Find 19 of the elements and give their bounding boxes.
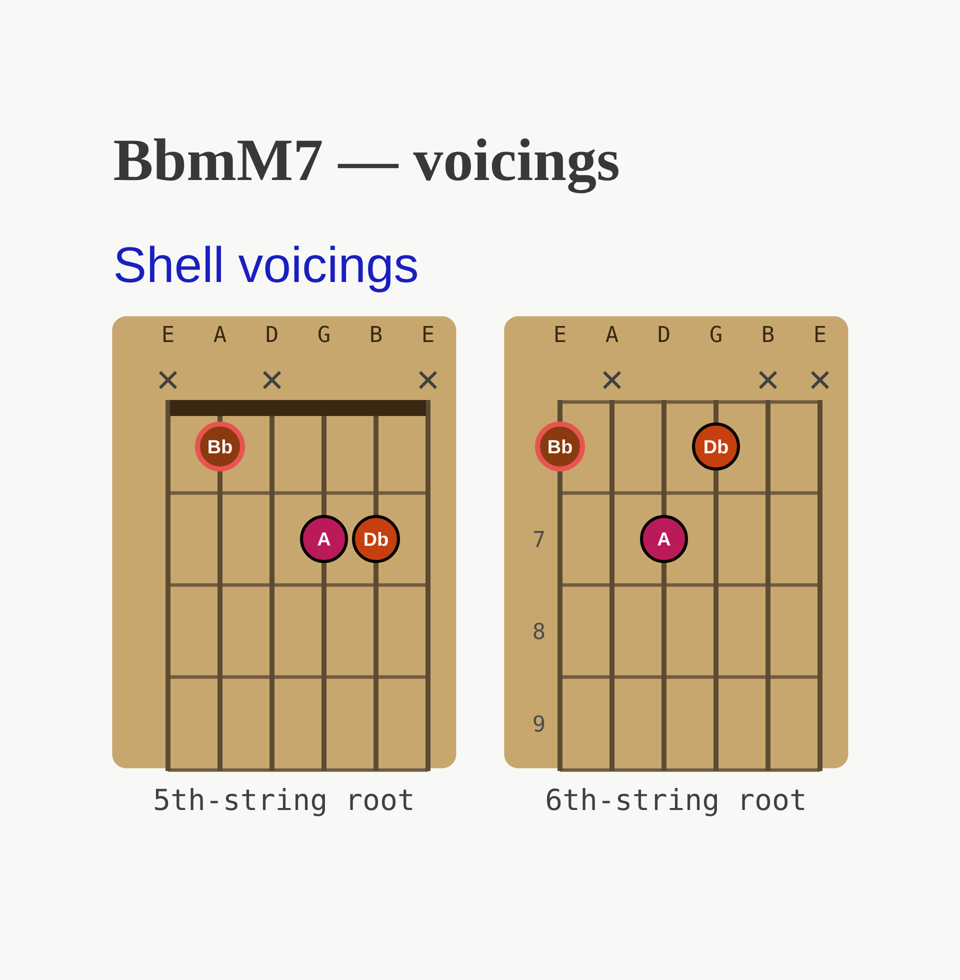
subtitle: Shell voicings bbox=[115, 246, 417, 292]
string-label: D bbox=[266, 326, 278, 342]
string-label: G bbox=[710, 326, 722, 342]
string-label: E bbox=[556, 326, 566, 342]
chord-label: 6th-string root bbox=[546, 788, 804, 816]
fret-number: 8 bbox=[534, 622, 544, 640]
string-label: E bbox=[424, 326, 434, 342]
string-label: G bbox=[318, 326, 330, 342]
string-label: E bbox=[164, 326, 174, 342]
string-label: B bbox=[371, 326, 382, 342]
fret-number: 7 bbox=[534, 530, 544, 548]
string-label: E bbox=[816, 326, 826, 342]
string-label: A bbox=[214, 326, 226, 342]
title: BbmM7 — voicings bbox=[114, 138, 618, 194]
string-label: B bbox=[763, 326, 774, 342]
fret-number: 9 bbox=[534, 715, 544, 732]
string-label: A bbox=[606, 326, 618, 342]
string-label: D bbox=[658, 326, 670, 342]
chord-label: 5th-string root bbox=[155, 788, 412, 816]
